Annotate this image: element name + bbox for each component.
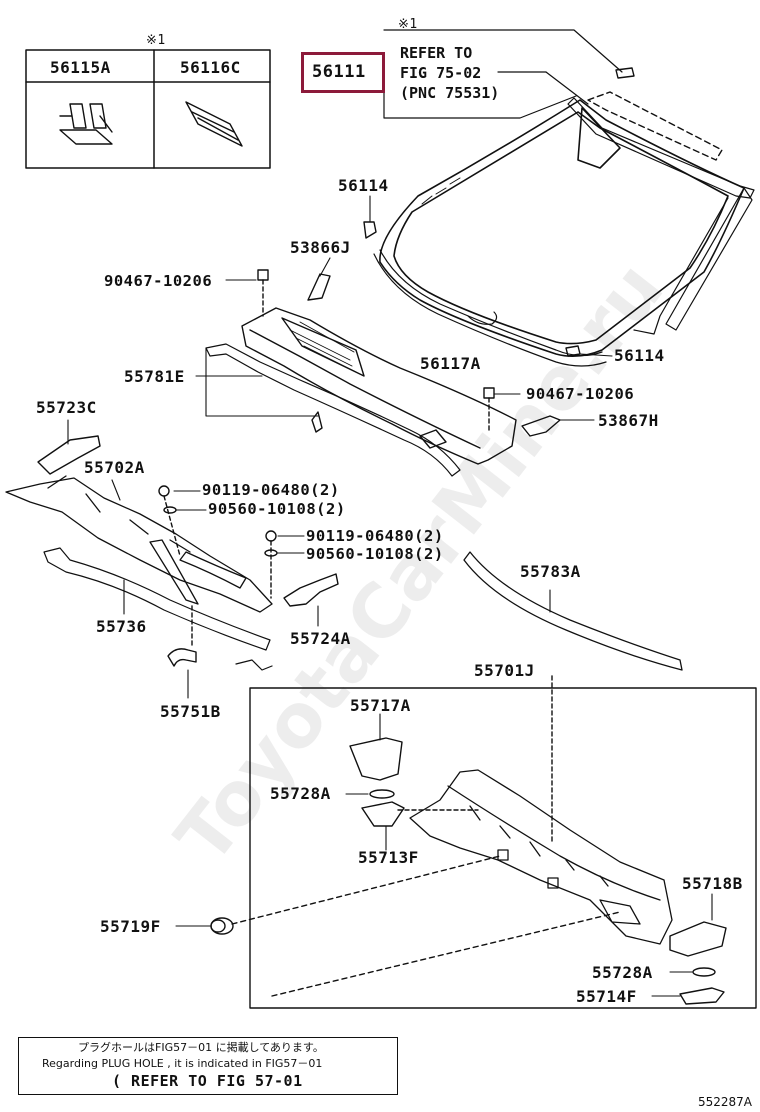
- seal-55736: [43, 547, 271, 651]
- clip-56115A-icon: [59, 103, 113, 145]
- highlighted-part-box: [301, 52, 385, 93]
- label-55717A: 55717A: [350, 696, 411, 715]
- pad-55728A-right: [692, 967, 716, 977]
- panel-55702A: [5, 475, 273, 613]
- label-55723C: 55723C: [36, 398, 97, 417]
- pad-55728A-left: [369, 789, 395, 799]
- bolt-90467-bottom: [483, 387, 521, 433]
- bolt-group-right: [264, 530, 305, 599]
- legend-mark: ※1: [146, 33, 166, 48]
- label-55701J: 55701J: [474, 661, 535, 680]
- refer-line-2: FIG 75-02: [400, 64, 482, 82]
- label-90560-left: 90560-10108(2): [208, 500, 346, 518]
- label-55783A: 55783A: [520, 562, 581, 581]
- clip-56114-top: [363, 221, 377, 239]
- label-56114-bottom: 56114: [614, 346, 665, 365]
- top-moulding: [587, 91, 723, 161]
- label-55713F: 55713F: [358, 848, 419, 867]
- bracket-55718B: [669, 921, 727, 957]
- refer-line-3: (PNC 75531): [400, 84, 500, 102]
- label-90467-bottom: 90467-10206: [526, 385, 635, 403]
- label-55728A-left: 55728A: [270, 784, 331, 803]
- label-55714F: 55714F: [576, 987, 637, 1006]
- bracket-55717A: [349, 737, 403, 781]
- label-90560-right: 90560-10108(2): [306, 545, 444, 563]
- legend-col2-label: 56116C: [180, 58, 241, 77]
- side-moulding: [665, 187, 753, 331]
- label-55718B: 55718B: [682, 874, 743, 893]
- cowl-panel-55701J: [409, 769, 673, 945]
- figure-code: 552287A: [698, 1095, 753, 1109]
- refer-line-1: REFER TO: [400, 44, 473, 62]
- bracket-55723C: [37, 435, 101, 475]
- bracket-55713F: [361, 801, 405, 827]
- windshield-glass: [379, 99, 745, 358]
- label-55702A: 55702A: [84, 458, 145, 477]
- plug-55719F: [175, 855, 621, 997]
- legend-col1-label: 56115A: [50, 58, 111, 77]
- spacer-56116C-icon: [185, 101, 243, 147]
- label-90467-top: 90467-10206: [104, 272, 213, 290]
- bracket-55724A: [283, 573, 339, 607]
- bolt-group-left: [158, 485, 207, 557]
- label-53867H: 53867H: [598, 411, 659, 430]
- label-90119-left: 90119-06480(2): [202, 481, 340, 499]
- footer-note-en: Regarding PLUG HOLE , it is indicated in…: [42, 1057, 323, 1070]
- weatherstrip-55783A: [463, 551, 683, 671]
- label-53866J: 53866J: [290, 238, 351, 257]
- footer-note-jp: プラグホールはFIG57－01 に掲載してあります。: [78, 1041, 324, 1054]
- label-56114-top: 56114: [338, 176, 389, 195]
- callout-56111: [383, 67, 577, 119]
- cowl-louver-55781E: [241, 307, 517, 465]
- seal-53867H: [521, 415, 561, 437]
- windshield-mark: ※1: [398, 17, 418, 32]
- label-55719F: 55719F: [100, 917, 161, 936]
- bracket-55714F: [679, 987, 725, 1005]
- hose-55751B: [167, 605, 273, 699]
- highlighted-part-number: 56111: [312, 62, 366, 82]
- label-55751B: 55751B: [160, 702, 221, 721]
- label-55736: 55736: [96, 617, 147, 636]
- bolt-90467-top: [225, 269, 269, 317]
- label-90119-right: 90119-06480(2): [306, 527, 444, 545]
- label-56117A: 56117A: [420, 354, 481, 373]
- assembly-55701J-box: [249, 687, 757, 1009]
- lower-glass-run: [379, 249, 603, 357]
- footer-note-refer: ( REFER TO FIG 57-01: [112, 1072, 303, 1090]
- stopper-top: [615, 67, 635, 79]
- label-55728A-right: 55728A: [592, 963, 653, 982]
- clip-56114-bottom: [565, 345, 581, 357]
- label-55781E: 55781E: [124, 367, 185, 386]
- footer-note-box: [18, 1037, 398, 1095]
- legend-table-grid: [25, 49, 271, 169]
- label-55724A: 55724A: [290, 629, 351, 648]
- seal-55781E: [205, 343, 461, 477]
- seal-53866J: [307, 273, 331, 301]
